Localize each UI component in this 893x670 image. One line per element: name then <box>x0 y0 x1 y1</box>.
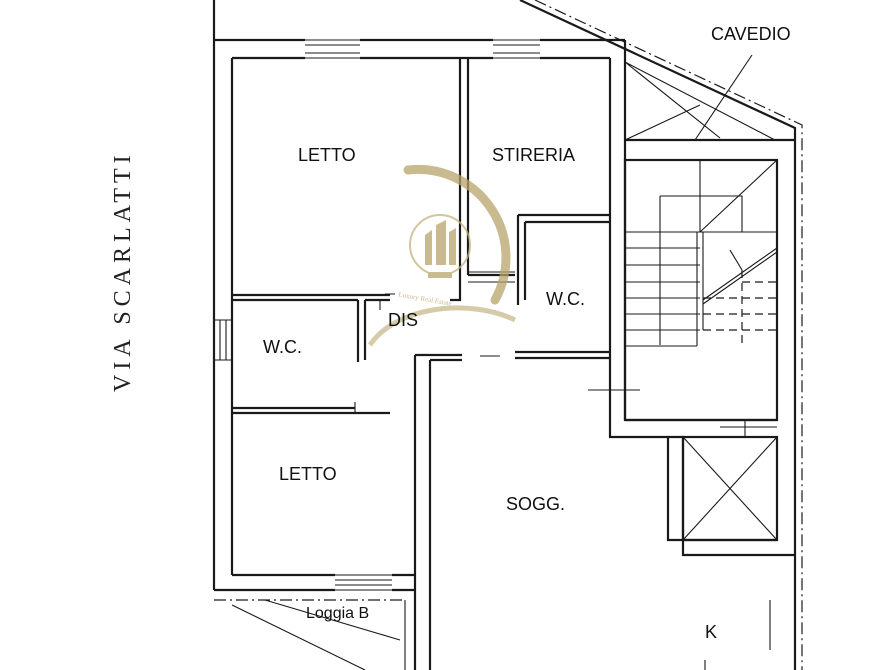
label-cavedio: CAVEDIO <box>711 24 791 44</box>
room-label-loggia: Loggia B <box>306 605 369 622</box>
svg-text:Luxury Real Estate: Luxury Real Estate <box>398 291 453 308</box>
room-label-kitchen: K <box>705 622 717 642</box>
door-marks <box>385 293 500 357</box>
room-label-dis: DIS <box>388 310 418 330</box>
cavedio-area <box>519 0 803 670</box>
room-label-letto-bottom: LETTO <box>279 464 337 484</box>
room-label-stireria: STIRERIA <box>492 145 575 165</box>
room-label-letto-top: LETTO <box>298 145 356 165</box>
walls <box>212 0 795 670</box>
loggia <box>214 599 771 670</box>
elevator-shaft <box>681 435 779 542</box>
room-label-wc-right: W.C. <box>546 289 585 309</box>
room-label-wc-left: W.C. <box>263 337 302 357</box>
staircase <box>623 158 779 437</box>
street-label: VIA SCARLATTI <box>110 150 136 392</box>
room-label-soggiorno: SOGG. <box>506 494 565 514</box>
